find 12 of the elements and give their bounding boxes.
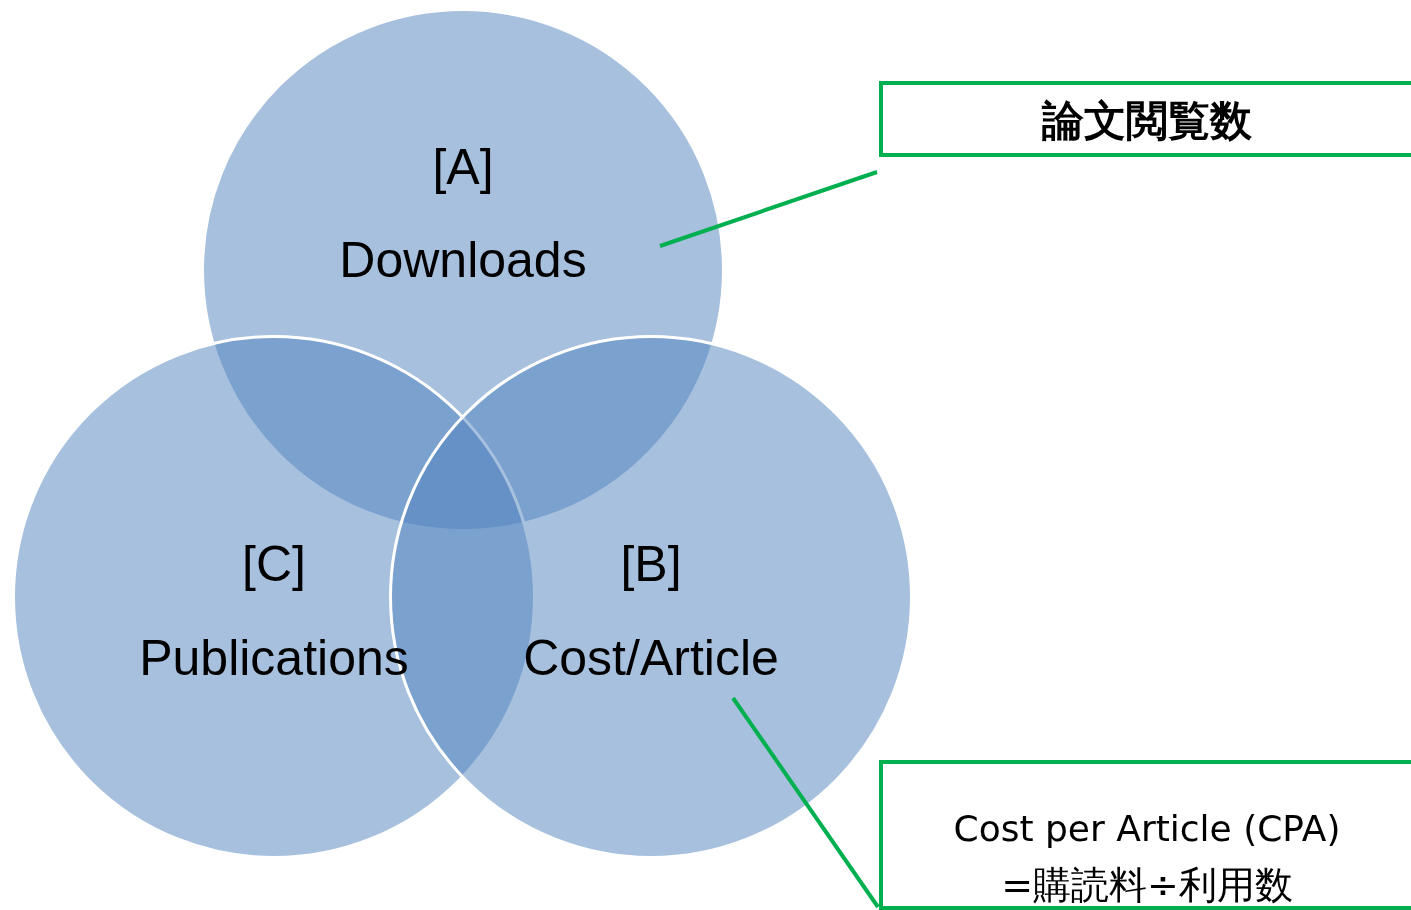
set-label: Publications	[138, 629, 410, 687]
set-label: Downloads	[338, 231, 588, 289]
leader-line	[731, 696, 880, 909]
callout-box	[879, 81, 1411, 157]
callout-box	[879, 760, 1411, 910]
set-letter: [A]	[431, 138, 495, 196]
callout-text: 論文閲覧数	[1040, 95, 1253, 147]
leader-line	[659, 170, 878, 248]
callout-text: =購読料÷利用数	[1000, 862, 1294, 909]
set-letter: [C]	[241, 535, 307, 593]
set-letter: [B]	[619, 535, 683, 593]
callout-text: Cost per Article (CPA)	[952, 808, 1342, 849]
